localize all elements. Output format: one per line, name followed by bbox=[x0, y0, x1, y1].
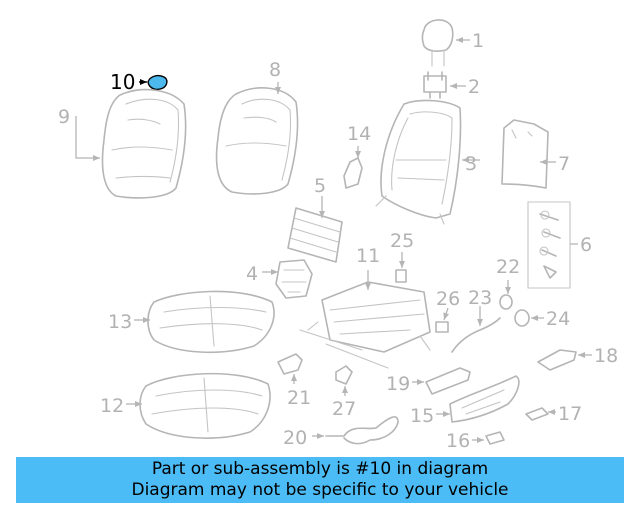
part-7-back-board[interactable]: 7 bbox=[501, 119, 570, 189]
callout-6: 6 bbox=[580, 234, 592, 256]
callout-27: 27 bbox=[332, 398, 356, 420]
part-27-bracket[interactable]: 27 bbox=[332, 365, 356, 420]
callout-18: 18 bbox=[594, 345, 618, 367]
part-17-cover[interactable]: 17 bbox=[525, 403, 582, 425]
part-2-headrest-guide[interactable]: 2 bbox=[423, 71, 480, 99]
part-14-bracket[interactable]: 14 bbox=[343, 123, 371, 189]
callout-26: 26 bbox=[436, 288, 460, 310]
part-8-seatback-pad[interactable]: 8 bbox=[215, 59, 299, 195]
callout-7: 7 bbox=[558, 153, 570, 175]
callout-15: 15 bbox=[410, 405, 434, 427]
callout-20: 20 bbox=[283, 427, 307, 449]
part-23-cable[interactable]: 23 bbox=[451, 287, 501, 353]
callout-3: 3 bbox=[465, 153, 477, 175]
callout-12: 12 bbox=[100, 395, 124, 417]
callout-10: 10 bbox=[110, 70, 135, 94]
part-5-spring-mat[interactable]: 5 bbox=[287, 175, 343, 263]
callout-17: 17 bbox=[558, 403, 582, 425]
info-banner: Part or sub-assembly is #10 in diagram D… bbox=[16, 457, 624, 503]
callout-1: 1 bbox=[472, 30, 484, 52]
part-1-headrest[interactable]: 1 bbox=[421, 19, 485, 67]
callout-25: 25 bbox=[390, 230, 414, 252]
callout-21: 21 bbox=[287, 387, 311, 409]
callout-2: 2 bbox=[468, 76, 480, 98]
callout-24: 24 bbox=[546, 308, 570, 330]
callout-22: 22 bbox=[496, 256, 520, 278]
callout-16: 16 bbox=[446, 430, 470, 452]
callout-4: 4 bbox=[246, 263, 258, 285]
part-24-knob[interactable]: 24 bbox=[514, 308, 570, 330]
part-15-side-shield[interactable]: 15 bbox=[410, 375, 520, 427]
callout-9: 9 bbox=[58, 106, 70, 128]
part-10-headrest-guide-cap[interactable]: 10 bbox=[110, 70, 168, 94]
callout-5: 5 bbox=[314, 175, 326, 197]
seat-parts-diagram: 10 9 8 1 2 3 7 bbox=[58, 19, 618, 452]
part-26-cap[interactable]: 26 bbox=[435, 288, 460, 333]
part-16-trim-cover[interactable]: 16 bbox=[446, 430, 505, 452]
part-6-fastener-kit[interactable]: 6 bbox=[527, 201, 592, 289]
callout-8: 8 bbox=[269, 59, 281, 81]
part-21-cover[interactable]: 21 bbox=[277, 353, 311, 409]
part-22-knob[interactable]: 22 bbox=[496, 256, 520, 310]
part-4-lumbar-unit[interactable]: 4 bbox=[246, 259, 313, 299]
part-3-seatback-frame[interactable]: 3 bbox=[375, 99, 480, 225]
part-13-cushion-pad[interactable]: 13 bbox=[108, 290, 275, 353]
callout-11: 11 bbox=[356, 245, 380, 267]
callout-23: 23 bbox=[468, 287, 492, 309]
part-19-switch[interactable]: 19 bbox=[386, 367, 471, 395]
callout-13: 13 bbox=[108, 311, 132, 333]
banner-line-1: Part or sub-assembly is #10 in diagram bbox=[151, 459, 489, 479]
part-12-cushion-cover[interactable]: 12 bbox=[100, 372, 271, 439]
part-18-switch-knob[interactable]: 18 bbox=[537, 345, 618, 371]
part-11-seat-frame[interactable]: 11 bbox=[299, 245, 431, 369]
callout-14: 14 bbox=[347, 123, 371, 145]
part-9-seatback-cover[interactable]: 9 bbox=[58, 88, 187, 199]
part-25-clip[interactable]: 25 bbox=[390, 230, 414, 283]
part-20-wire-harness[interactable]: 20 bbox=[283, 416, 399, 449]
callout-19: 19 bbox=[386, 373, 410, 395]
banner-line-2: Diagram may not be specific to your vehi… bbox=[131, 480, 509, 500]
